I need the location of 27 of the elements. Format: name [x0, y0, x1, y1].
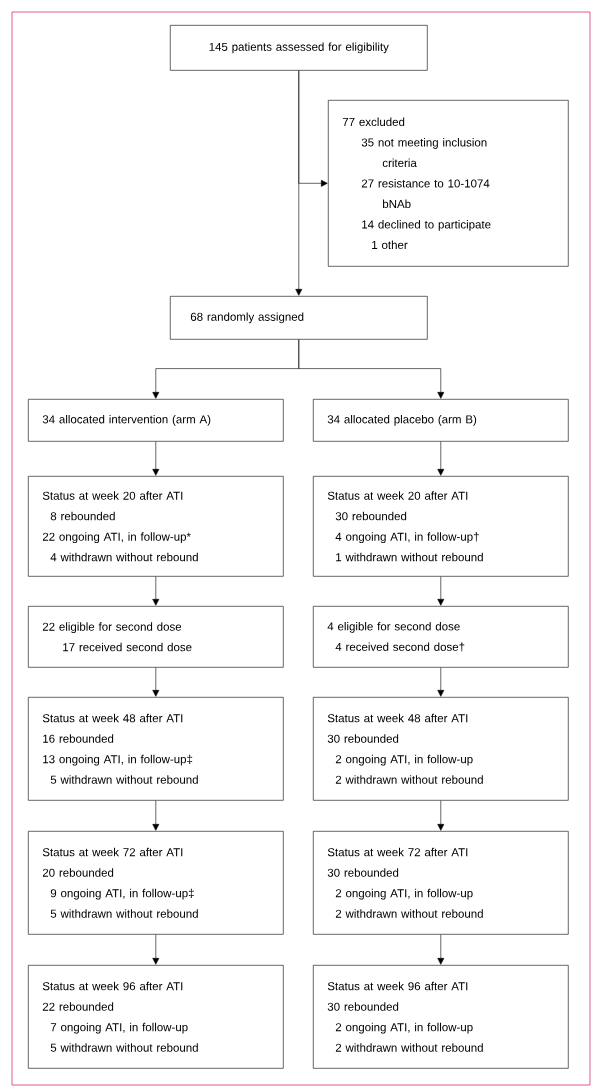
arrow — [298, 339, 445, 399]
flowchart-box: 34 allocated intervention (arm A) — [28, 399, 284, 442]
flowchart-box: 68 randomly assigned — [170, 296, 428, 340]
arrow — [437, 667, 445, 697]
flowchart-box: 34 allocated placebo (arm B) — [313, 399, 569, 442]
arrow — [152, 934, 160, 965]
flowchart-box: Status at week 72 after ATI 30 rebounded 2 ongoing ATI, in follow-up 2 withdrawn without rebound — [313, 831, 569, 935]
arrow — [437, 934, 445, 965]
arrow — [152, 441, 160, 476]
flowchart-box: 77 excluded 35 not meeting inclusion criteria 27 resistance to 10-1074 bNAb 14 declined to participate 1 other — [328, 100, 569, 267]
arrow — [437, 441, 445, 476]
flowchart-box: Status at week 72 after ATI 20 rebounded 9 ongoing ATI, in follow-up‡ 5 withdrawn without rebound — [28, 831, 284, 935]
flowchart-box: 4 eligible for second dose 4 received second dose† — [313, 606, 569, 668]
flowchart-box: Status at week 96 after ATI 30 rebounded 2 ongoing ATI, in follow-up 2 withdrawn without rebound — [313, 965, 569, 1069]
arrow — [152, 800, 160, 831]
arrow — [152, 576, 160, 606]
arrow — [298, 70, 328, 187]
flowchart-box: Status at week 48 after ATI 16 rebounded 13 ongoing ATI, in follow-up‡ 5 withdrawn without rebound — [28, 697, 284, 801]
flowchart-box: Status at week 20 after ATI 8 rebounded 22 ongoing ATI, in follow-up* 4 withdrawn without rebound — [28, 476, 284, 577]
flowchart-box: 22 eligible for second dose 17 received second dose — [28, 606, 284, 668]
flowchart-box: 145 patients assessed for eligibility — [170, 25, 428, 71]
flowchart-box: Status at week 20 after ATI 30 rebounded 4 ongoing ATI, in follow-up† 1 withdrawn without rebound — [313, 476, 569, 577]
flowchart-box: Status at week 48 after ATI 30 rebounded 2 ongoing ATI, in follow-up 2 withdrawn without rebound — [313, 697, 569, 801]
arrow — [152, 667, 160, 697]
arrow — [437, 800, 445, 831]
flowchart-box: Status at week 96 after ATI 22 rebounded 7 ongoing ATI, in follow-up 5 withdrawn without rebound — [28, 965, 284, 1069]
arrow — [437, 576, 445, 606]
